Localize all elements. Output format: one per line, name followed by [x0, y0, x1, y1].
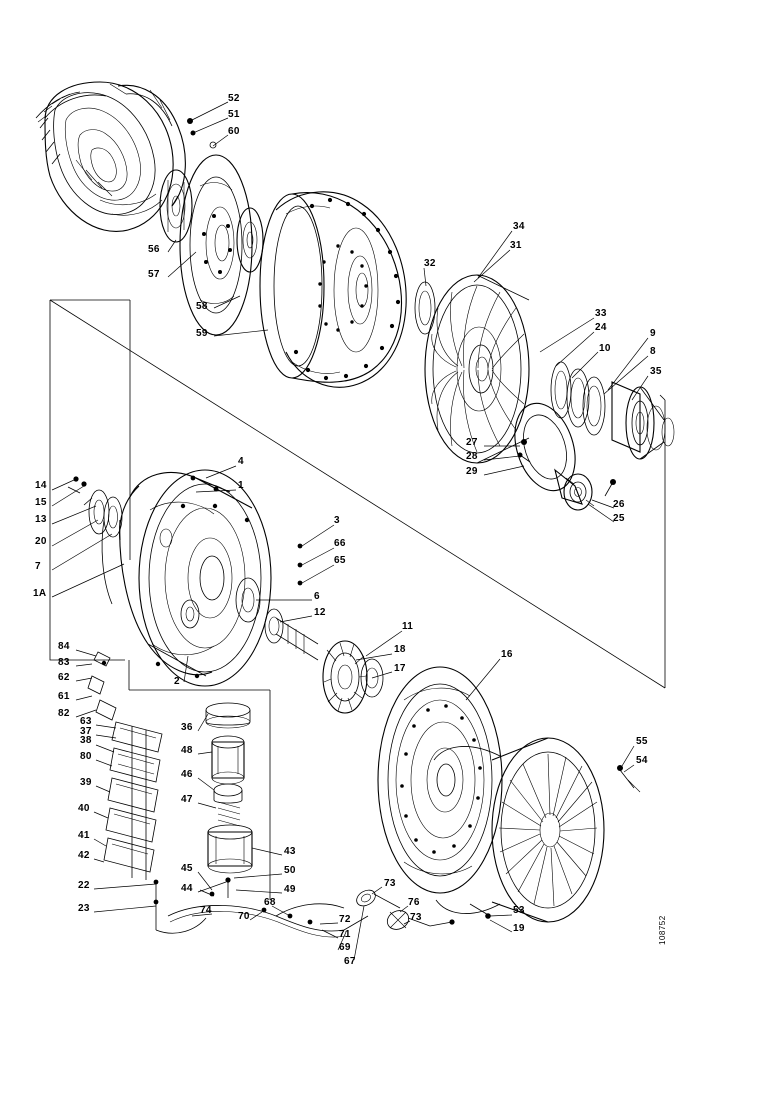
filter-and-pump-group [199, 702, 253, 898]
diaphragm-fingers [498, 753, 598, 907]
spring [217, 801, 241, 827]
clutch-disc-and-cover [377, 666, 605, 923]
bell-housing-assembly [35, 81, 217, 232]
section-frame [49, 299, 666, 900]
washers-and-seals-group [414, 281, 675, 497]
output-shaft-assembly [235, 577, 384, 714]
stator-support-assembly [514, 402, 595, 511]
converter-inner-bolt-ring [318, 244, 368, 332]
flexplate-and-drive-discs [159, 154, 264, 336]
valve-body-stack [87, 651, 207, 934]
converter-bolt-ring [293, 197, 401, 381]
converter-housing-main [119, 469, 303, 687]
torque-converter-housing [259, 191, 407, 388]
front-seal-group [67, 476, 123, 605]
leader-lines [51, 101, 649, 961]
diagram-geometry [35, 81, 675, 961]
fasteners-right [469, 765, 641, 919]
harness-and-tubes [167, 889, 455, 938]
turbine-wheel [424, 274, 530, 464]
sheet-code: 108752 [658, 915, 667, 945]
